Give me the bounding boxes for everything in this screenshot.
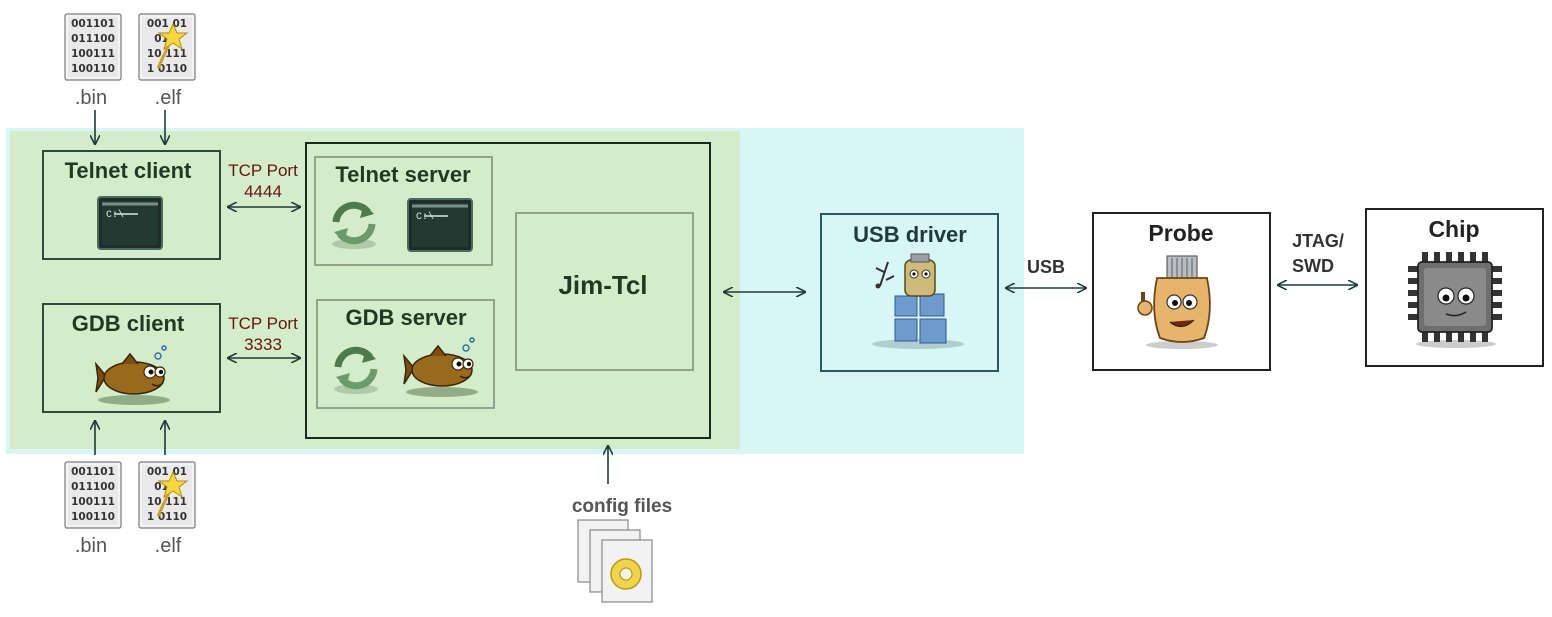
bin-file-icon-bottom xyxy=(64,461,122,529)
swd-link-label: SWD xyxy=(1292,256,1334,276)
bin-top-label: .bin xyxy=(75,87,107,109)
telnet-server-box xyxy=(314,156,493,266)
elf-top-label: .elf xyxy=(155,87,182,109)
elf-top-line4: 1 0110 xyxy=(147,63,187,75)
telnet-client-title: Telnet client xyxy=(65,158,192,183)
bin-bottom-line3: 100111 xyxy=(71,496,115,508)
bin-top-line1: 001101 xyxy=(71,18,115,30)
tcp-telnet-label: TCP Port xyxy=(228,161,298,180)
elf-top-line3: 10 111 xyxy=(147,48,187,60)
usb-windows-mascot-icon xyxy=(872,253,964,349)
jtag-link-label: JTAG/ xyxy=(1292,231,1344,251)
config-files-label: config files xyxy=(572,496,672,517)
jim-tcl-box xyxy=(515,212,694,371)
bin-bottom-line4: 100110 xyxy=(71,511,115,523)
bin-top-line2: 011100 xyxy=(71,33,115,45)
elf-bottom-line3: 10 111 xyxy=(147,496,187,508)
tcp-telnet-port: 4444 xyxy=(244,182,282,201)
openocd-core-box xyxy=(305,142,711,439)
chip-title: Chip xyxy=(1428,216,1479,242)
elf-bottom-line4: 1 0110 xyxy=(147,511,187,523)
chip-mascot-icon xyxy=(1408,252,1502,348)
bin-bottom-line1: 001101 xyxy=(71,466,115,478)
usb-driver-title: USB driver xyxy=(853,222,967,247)
gdb-server-title: GDB server xyxy=(345,305,467,330)
magic-wand-icon xyxy=(156,470,189,517)
bin-bottom-label: .bin xyxy=(75,535,107,557)
terminal-icon xyxy=(406,197,474,253)
bin-top-line4: 100110 xyxy=(71,63,115,75)
magic-wand-icon xyxy=(156,22,189,69)
probe-title: Probe xyxy=(1148,220,1213,246)
gdb-client-title: GDB client xyxy=(72,311,185,336)
tcp-gdb-label: TCP Port xyxy=(228,314,298,333)
gdb-client-box xyxy=(42,303,221,413)
gdb-server-box xyxy=(316,299,495,409)
elf-top-line1: 001 01 xyxy=(147,18,187,30)
bin-bottom-line2: 011100 xyxy=(71,481,115,493)
telnet-client-box xyxy=(42,150,221,260)
bin-file-icon-top xyxy=(64,13,122,81)
jim-tcl-title: Jim-Tcl xyxy=(558,270,647,300)
elf-bottom-line1: 001 01 xyxy=(147,466,187,478)
bin-top-line3: 100111 xyxy=(71,48,115,60)
usb-link-label: USB xyxy=(1027,257,1065,277)
telnet-server-title: Telnet server xyxy=(335,162,471,187)
elf-bottom-label: .elf xyxy=(155,535,182,557)
tcp-gdb-port: 3333 xyxy=(244,335,282,354)
cfg-files-icon xyxy=(577,519,653,603)
probe-mascot-icon xyxy=(1137,255,1218,349)
terminal-icon xyxy=(96,195,164,251)
